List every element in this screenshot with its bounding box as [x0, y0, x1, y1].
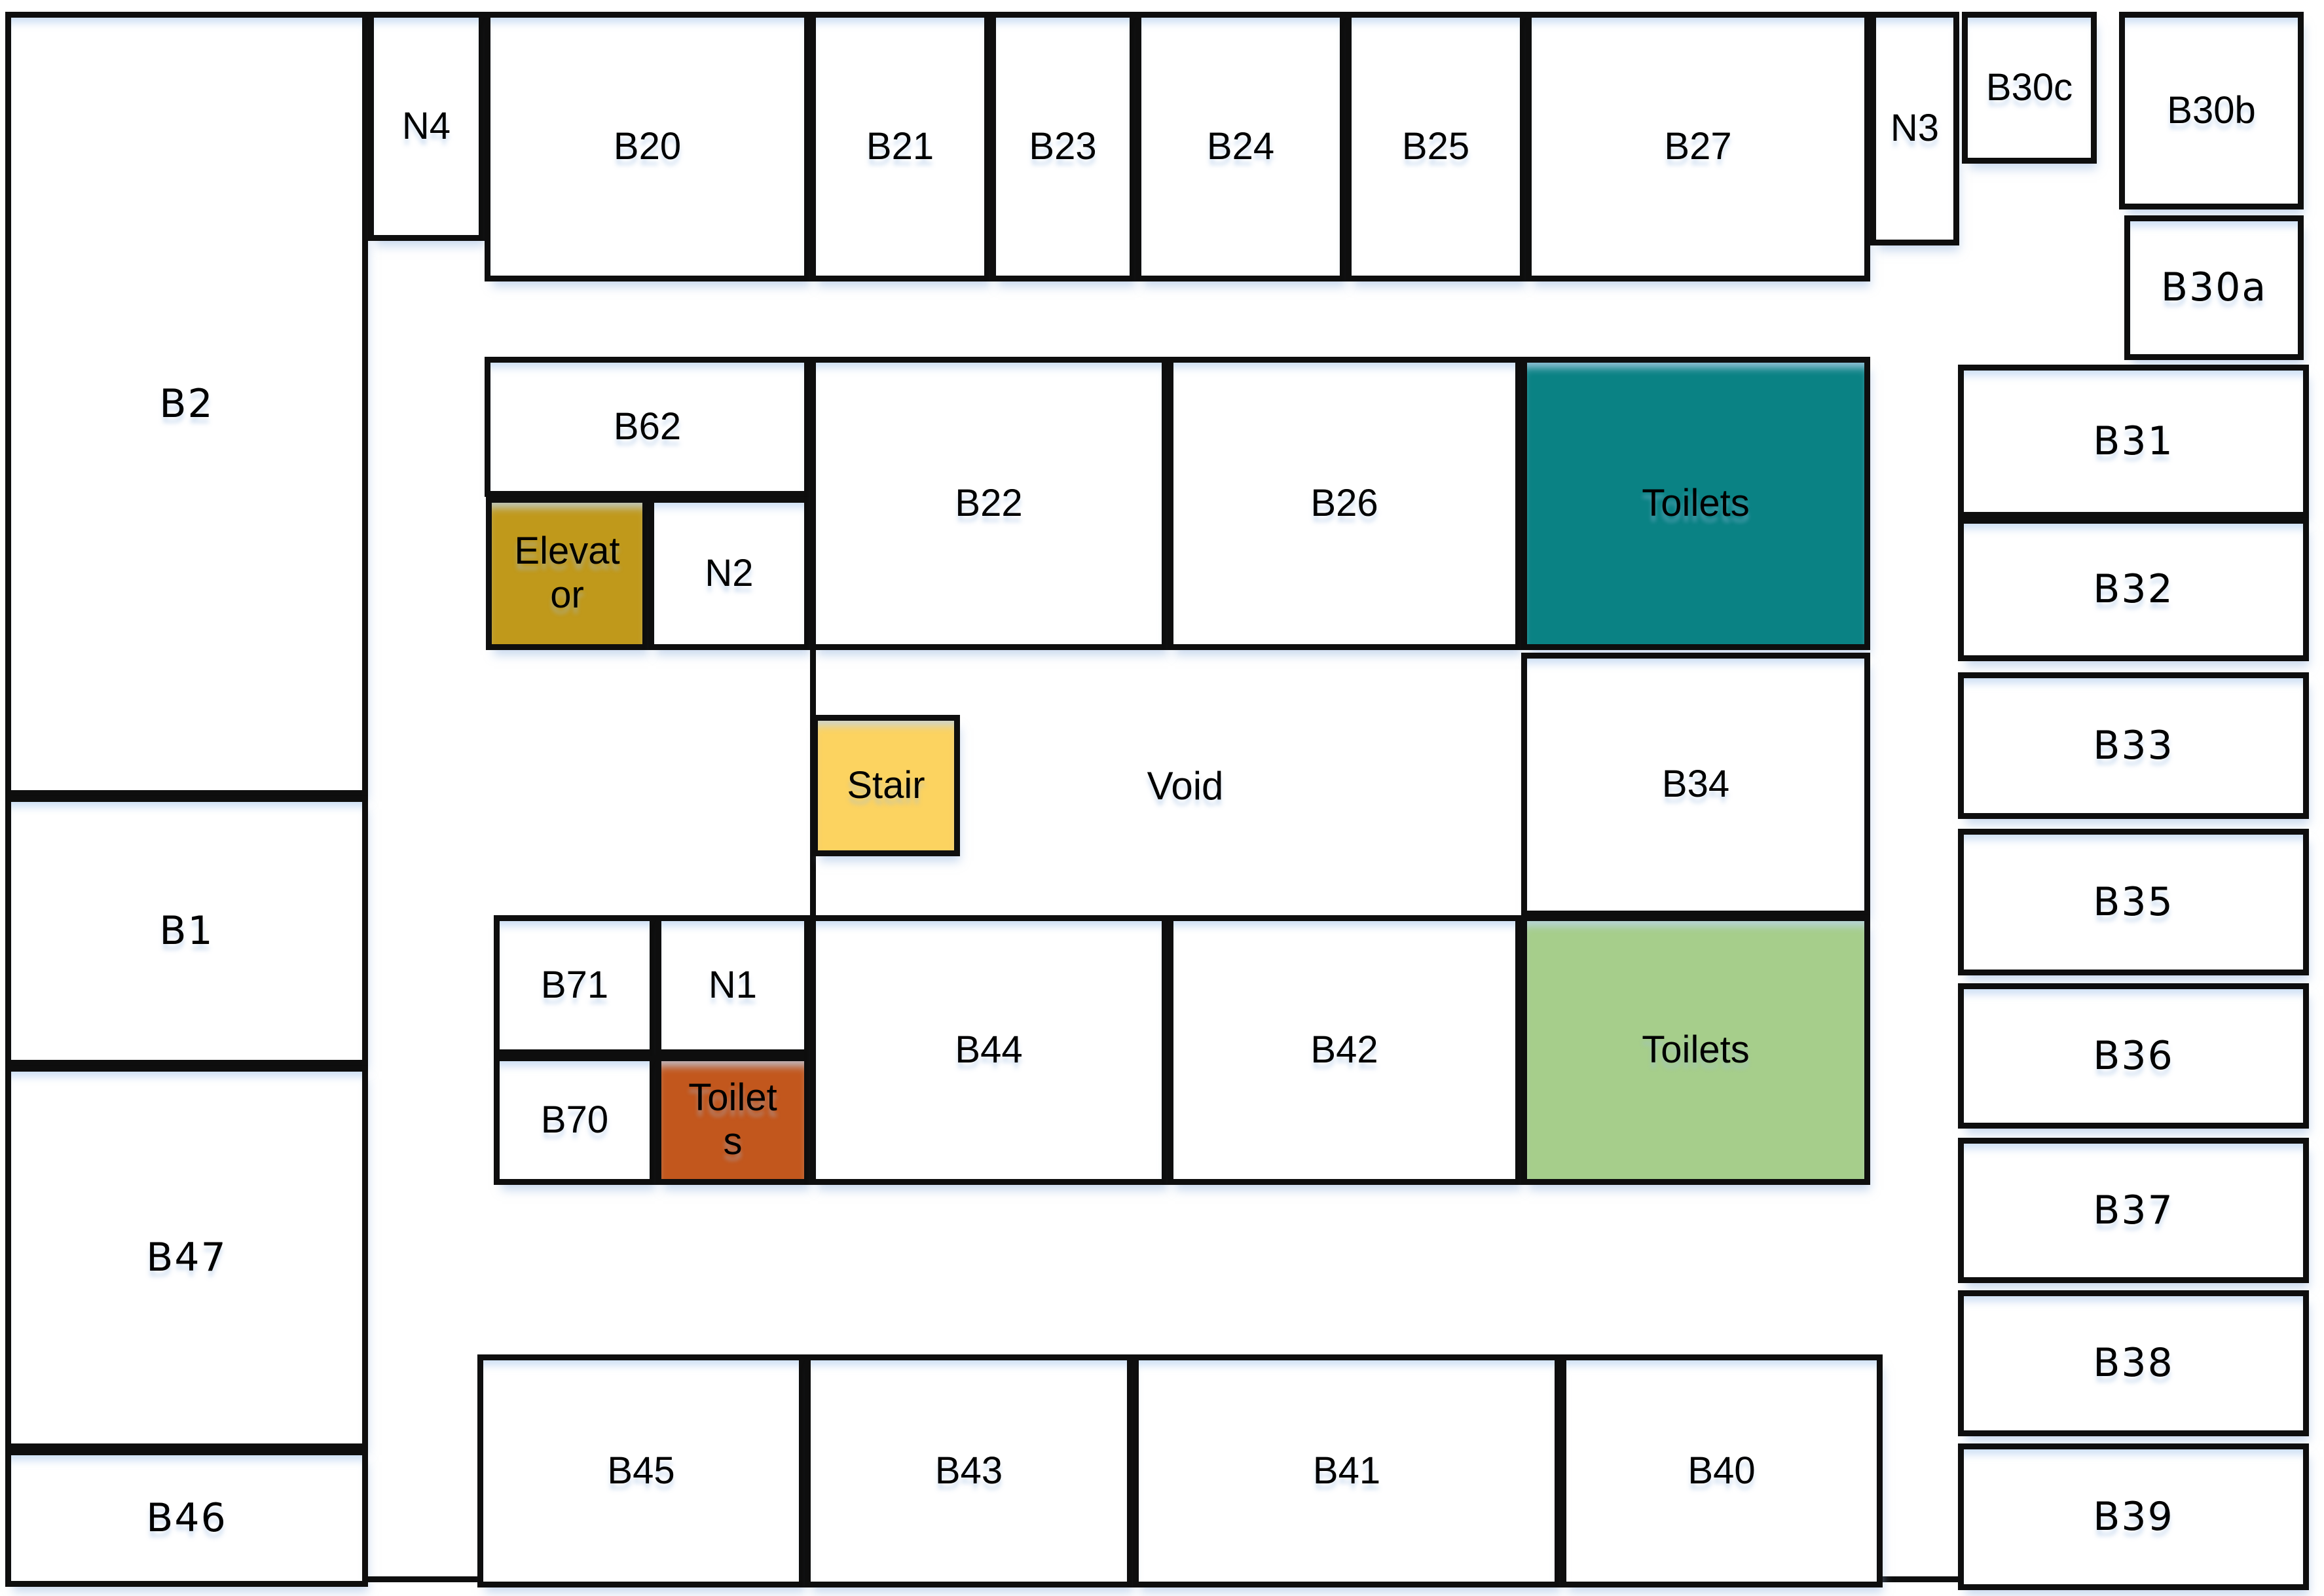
room-b26: B26	[1168, 357, 1521, 650]
room-label: Stair	[847, 763, 925, 807]
void-label: Void	[1147, 763, 1224, 808]
room-n1: N1	[655, 915, 810, 1055]
room-label: B32	[2093, 566, 2174, 612]
room-stair: Stair	[812, 715, 960, 856]
room-label: B36	[2093, 1032, 2174, 1079]
room-toilets-small: Toilets	[655, 1055, 810, 1185]
room-label: B27	[1664, 124, 1732, 168]
room-b38: B38	[1958, 1290, 2309, 1436]
room-label: B42	[1310, 1028, 1378, 1071]
room-b24: B24	[1135, 12, 1346, 281]
room-label: B35	[2093, 879, 2174, 925]
room-b25: B25	[1346, 12, 1526, 281]
room-b42: B42	[1168, 915, 1521, 1185]
room-label: Toilets	[688, 1076, 777, 1163]
room-label: B37	[2093, 1187, 2174, 1233]
room-b23: B23	[990, 12, 1135, 281]
room-label: N4	[401, 104, 451, 147]
room-b37: B37	[1958, 1138, 2309, 1283]
room-b43: B43	[805, 1354, 1133, 1587]
room-label: B30c	[1985, 65, 2073, 109]
room-b35: B35	[1958, 829, 2309, 975]
room-b32: B32	[1958, 518, 2309, 661]
room-label: B1	[159, 907, 214, 954]
room-b20: B20	[485, 12, 810, 281]
room-b41: B41	[1133, 1354, 1560, 1587]
room-label: B70	[540, 1098, 609, 1141]
room-label: B25	[1401, 124, 1470, 168]
room-label: B20	[613, 124, 682, 168]
room-n2: N2	[648, 497, 810, 650]
room-label: B71	[540, 963, 609, 1006]
room-b71: B71	[494, 915, 655, 1055]
room-toilets-south: Toilets	[1521, 915, 1870, 1185]
room-label: B46	[146, 1495, 227, 1541]
room-b47: B47	[5, 1066, 368, 1449]
room-b22: B22	[810, 357, 1168, 650]
room-n3: N3	[1870, 12, 1959, 245]
room-label: B2	[159, 380, 214, 427]
room-b46: B46	[5, 1449, 368, 1587]
room-label: N1	[708, 963, 758, 1006]
room-label: B26	[1310, 481, 1378, 524]
room-label: B34	[1661, 763, 1730, 806]
room-label: B40	[1688, 1449, 1756, 1492]
room-label: Toilets	[1642, 481, 1750, 524]
room-b36: B36	[1958, 983, 2309, 1129]
room-b30b: B30b	[2119, 12, 2304, 209]
room-b62: B62	[485, 357, 810, 497]
room-n4: N4	[368, 12, 485, 241]
room-label: B24	[1206, 124, 1275, 168]
room-label: B30b	[2167, 88, 2256, 132]
room-label: N3	[1890, 107, 1940, 150]
room-b40: B40	[1560, 1354, 1883, 1587]
room-label: B33	[2093, 722, 2174, 769]
room-label: B41	[1312, 1449, 1381, 1492]
room-label: B45	[607, 1449, 675, 1492]
room-b30a: B30a	[2124, 215, 2304, 360]
room-label: B21	[866, 124, 934, 168]
room-b70: B70	[494, 1055, 655, 1185]
room-toilets-north: Toilets	[1521, 357, 1870, 650]
room-b30c: B30c	[1962, 12, 2097, 164]
room-label: Elevator	[514, 530, 620, 616]
room-label: B31	[2093, 418, 2174, 464]
room-label: B23	[1029, 124, 1097, 168]
room-label: B38	[2093, 1340, 2174, 1386]
room-label: B43	[934, 1449, 1003, 1492]
room-label: Toilets	[1642, 1028, 1750, 1071]
room-b1: B1	[5, 796, 368, 1066]
room-label: B47	[146, 1234, 227, 1280]
room-elevator: Elevator	[486, 497, 648, 650]
room-b44: B44	[810, 915, 1168, 1185]
room-b45: B45	[477, 1354, 805, 1587]
room-label: B44	[955, 1028, 1023, 1071]
room-b21: B21	[810, 12, 990, 281]
room-b34: B34	[1521, 653, 1870, 916]
room-b2: B2	[5, 12, 368, 796]
room-label: B22	[955, 481, 1023, 524]
room-b39: B39	[1958, 1443, 2309, 1590]
room-label: B39	[2093, 1493, 2174, 1540]
void-area: Void	[969, 743, 1401, 828]
room-b27: B27	[1526, 12, 1870, 281]
room-label: B62	[613, 405, 682, 448]
room-b31: B31	[1958, 365, 2309, 518]
room-label: B30a	[2160, 264, 2268, 310]
room-b33: B33	[1958, 672, 2309, 819]
room-label: N2	[705, 551, 754, 594]
